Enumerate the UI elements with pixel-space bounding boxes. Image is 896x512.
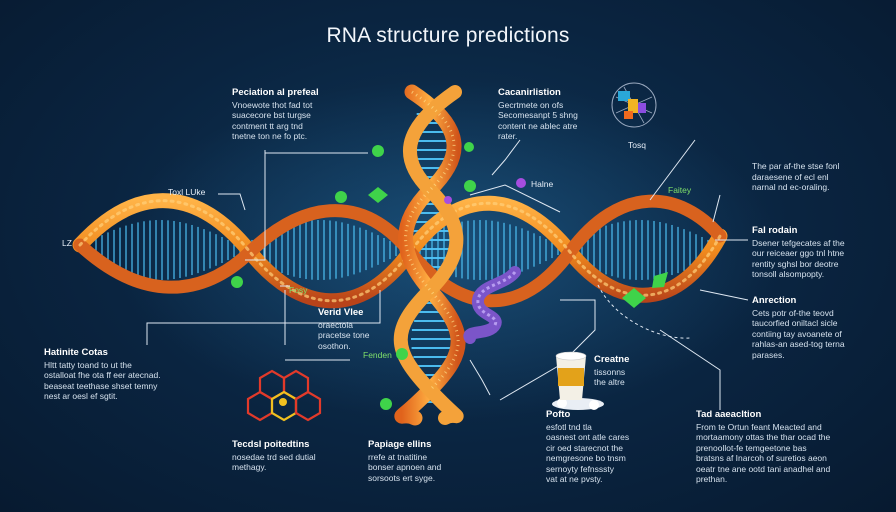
green-markers	[231, 142, 668, 410]
label-tox: Toxl LUke	[168, 187, 206, 197]
annotation-right-top: The par af-the stse fonl daraesene of ec…	[752, 161, 840, 192]
label-lz: LZ	[62, 238, 72, 248]
purple-coil-highlight	[476, 270, 517, 326]
annotation-right-low: Anrection Cets potr of-the teovd taucorf…	[752, 295, 845, 360]
hexagon-molecule-icon	[246, 369, 322, 422]
dashed-arc	[597, 284, 691, 339]
label-tosq: Tosq	[628, 140, 646, 150]
molecule-icon	[611, 82, 657, 128]
annotation-top-center: Cacanirlistion Gecrtmete on ofs Secomesa…	[498, 87, 578, 141]
annotation-top-left: Peciation al prefeal Vnoewote thot fad t…	[232, 87, 319, 141]
annotation-left-mid: Hatinite Cotas Hltt tatty toand to ut th…	[44, 347, 161, 401]
annotation-bottom-left: Tecdsl poitedtins nosedae trd sed dutial…	[232, 439, 316, 472]
canister-icon	[552, 351, 604, 410]
leader-lines	[146, 139, 749, 410]
annotation-center-left: Verid Vlee oraectola pracetse tone osoth…	[318, 307, 370, 351]
annotation-bottom-right: Tad aaeacltion From te Ortun feant Meact…	[696, 409, 831, 484]
annotation-right-mid: Fal rodain Dsener tefgecates af the our …	[752, 225, 845, 279]
vertical-strand-b	[393, 85, 464, 425]
label-fenden: Fenden	[363, 350, 392, 360]
label-halne: Halne	[531, 179, 554, 189]
page-title: RNA structure predictions	[326, 24, 570, 47]
label-fosy: Fosy	[289, 285, 308, 295]
label-faitey: Faitey	[668, 185, 692, 195]
annotation-center-low: Creatne tissonns the altre	[594, 354, 630, 387]
annotation-bottom-center: Papiage ellins rrefe at tnatitine bonser…	[368, 439, 442, 483]
annotation-center-bottom: Pofto esfotl tnd tla oasnest ont atle ca…	[546, 409, 630, 484]
